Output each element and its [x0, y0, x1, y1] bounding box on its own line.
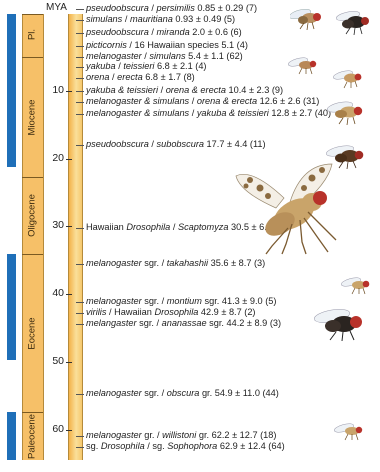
connector	[76, 57, 84, 58]
fly-yakuba-illustration	[332, 66, 366, 90]
connector	[76, 114, 84, 115]
divergence-label: melanogaster & simulans / yakuba & teiss…	[86, 108, 331, 119]
connector	[76, 145, 84, 146]
connector	[76, 302, 84, 303]
epoch-divider	[22, 177, 43, 178]
fly-pseudoobscura-illustration	[290, 4, 324, 32]
epoch-label-eocene: Eocene	[27, 304, 38, 364]
tick-label: 20	[40, 152, 64, 164]
fly-montium-illustration	[312, 302, 372, 342]
divergence-label: melangaster sgr. / ananassae sgr. 44.2 ±…	[86, 318, 281, 329]
divergence-label: melanogaster & simulans / orena & erecta…	[86, 96, 319, 107]
connector	[76, 313, 84, 314]
epoch-divider	[22, 254, 43, 255]
divergence-label: melanogaster sgr. / montium sgr. 41.3 ± …	[86, 296, 276, 307]
divergence-label: pseudoobscura / miranda 2.0 ± 0.6 (6)	[86, 27, 242, 38]
epoch-label-oligocene: Oligocene	[27, 181, 38, 251]
period-bar-middle	[7, 254, 16, 360]
tick-mark	[66, 91, 72, 92]
divergence-label: virilis / Hawaiian Drosophila 42.9 ± 8.7…	[86, 307, 256, 318]
tick-mark	[66, 430, 72, 431]
divergence-label: pseudoobscura / persimilis 0.85 ± 0.29 (…	[86, 3, 257, 14]
epoch-label-pliocene: Pl.	[27, 15, 38, 55]
divergence-label: yakuba & teissieri / orena & erecta 10.4…	[86, 85, 283, 96]
fly-hawaiian-illustration	[288, 54, 320, 76]
epoch-label-miocene: Miocene	[27, 88, 38, 148]
epoch-divider	[22, 57, 43, 58]
tick-label: 50	[40, 355, 64, 367]
period-bar-top	[7, 14, 16, 167]
connector	[76, 9, 84, 10]
divergence-label: pseudoobscura / subobscura 17.7 ± 4.4 (1…	[86, 139, 266, 150]
tick-mark	[66, 362, 72, 363]
connector	[76, 102, 84, 103]
fly-large-spotted-illustration	[232, 158, 370, 258]
connector	[76, 394, 84, 395]
divergence-label: melanogaster sgr. / obscura gr. 54.9 ± 1…	[86, 388, 279, 399]
fly-willistoni-illustration	[334, 420, 366, 442]
divergence-label: picticornis / 16 Hawaiian species 5.1 (4…	[86, 40, 248, 51]
period-bar-bottom	[7, 412, 16, 460]
divergence-label: simulans / mauritiana 0.93 ± 0.49 (5)	[86, 14, 235, 25]
connector	[76, 20, 84, 21]
connector	[76, 264, 84, 265]
tick-mark	[66, 159, 72, 160]
connector	[76, 324, 84, 325]
connector	[76, 447, 84, 448]
tick-label: 40	[40, 287, 64, 299]
scale-unit-label: MYA	[46, 2, 67, 13]
divergence-label: orena / erecta 6.8 ± 1.7 (8)	[86, 72, 195, 83]
connector	[76, 228, 84, 229]
tick-label: 60	[40, 423, 64, 435]
connector	[76, 33, 84, 34]
divergence-label: yakuba / teissieri 6.8 ± 2.1 (4)	[86, 61, 207, 72]
connector	[76, 78, 84, 79]
fly-takahashii-illustration	[340, 274, 374, 296]
tick-label: 30	[40, 219, 64, 231]
tick-label: 10	[40, 84, 64, 96]
fly-melanogaster-pale-illustration	[326, 96, 368, 126]
connector	[76, 46, 84, 47]
divergence-label: melanogaster gr. / willistoni gr. 62.2 ±…	[86, 430, 276, 441]
connector	[76, 67, 84, 68]
epoch-label-paleocene: Paleocene	[27, 402, 38, 472]
connector	[76, 436, 84, 437]
tick-mark	[66, 294, 72, 295]
fly-melanogaster-dark-illustration	[334, 6, 374, 36]
connector	[76, 91, 84, 92]
tick-mark	[66, 226, 72, 227]
divergence-label: melanogaster sgr. / takahashii 35.6 ± 8.…	[86, 258, 265, 269]
divergence-label: sg. Drosophila / sg. Sophophora 62.9 ± 1…	[86, 441, 285, 452]
